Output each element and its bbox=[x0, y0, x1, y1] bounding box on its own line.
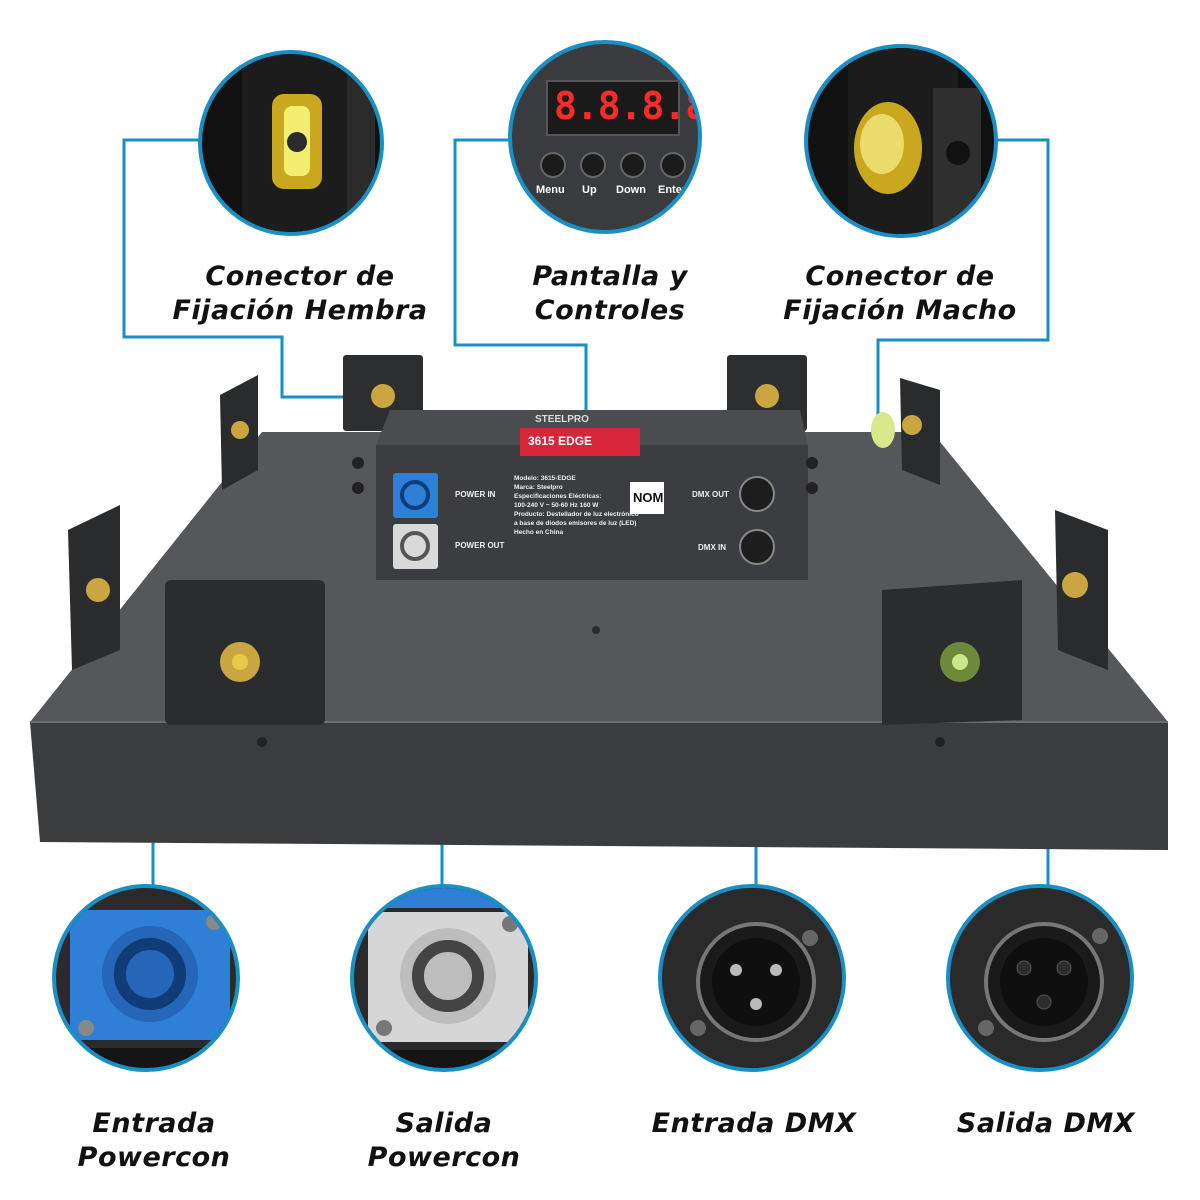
label-line: Powercon bbox=[77, 1142, 231, 1173]
callout-powercon-in bbox=[52, 884, 240, 1072]
female-connector-icon bbox=[242, 54, 375, 232]
dmx-in-icon bbox=[662, 888, 842, 1068]
powercon-in-icon bbox=[56, 910, 236, 1068]
power-in-label: POWER IN bbox=[455, 490, 496, 499]
powercon-out-icon bbox=[354, 888, 534, 1068]
down-button-label: Down bbox=[616, 184, 646, 196]
label-line: Pantalla y bbox=[532, 261, 688, 292]
label-line: Conector de bbox=[205, 261, 395, 292]
led-display: 8.8.8.8 bbox=[546, 80, 698, 136]
callout-male-connector bbox=[804, 44, 998, 238]
callout-display-controls: 8.8.8.8 Menu Up Down Enter bbox=[508, 40, 702, 234]
spec-line: Modelo: 3615-EDGE bbox=[514, 475, 576, 482]
spec-line: a base de diodos emisores de luz (LED) bbox=[514, 520, 637, 527]
up-button-label: Up bbox=[582, 184, 597, 196]
menu-button[interactable] bbox=[540, 152, 566, 178]
label-female-connector: Conector de Fijación Hembra bbox=[160, 260, 440, 328]
label-male-connector: Conector de Fijación Macho bbox=[760, 260, 1040, 328]
label-line: Fijación Macho bbox=[783, 295, 1017, 326]
callout-female-connector bbox=[198, 50, 384, 236]
callout-dmx-in bbox=[658, 884, 846, 1072]
label-powercon-in: Entrada Powercon bbox=[14, 1107, 294, 1175]
label-display-controls: Pantalla y Controles bbox=[470, 260, 750, 328]
model-mark: 3615 EDGE bbox=[528, 434, 593, 448]
up-button[interactable] bbox=[580, 152, 606, 178]
label-line: Conector de bbox=[805, 261, 995, 292]
spec-line: Marca: Steelpro bbox=[514, 484, 563, 491]
spec-line: Hecho en China bbox=[514, 529, 564, 536]
spec-label: Modelo: 3615-EDGE Marca: Steelpro Especi… bbox=[514, 474, 639, 537]
enter-button-label: Enter bbox=[658, 184, 687, 196]
label-line: Salida bbox=[395, 1108, 493, 1139]
label-line: Entrada bbox=[92, 1108, 216, 1139]
label-line: Fijación Hembra bbox=[172, 295, 428, 326]
label-line: Controles bbox=[534, 295, 686, 326]
spec-line: 100-240 V ~ 50-60 Hz 160 W bbox=[514, 502, 599, 509]
brand-label: STEELPRO bbox=[535, 414, 589, 425]
dmx-out-label: DMX OUT bbox=[692, 490, 729, 499]
menu-button-label: Menu bbox=[536, 184, 565, 196]
spec-line: Especificaciones Eléctricas: bbox=[514, 493, 602, 500]
enter-button[interactable] bbox=[660, 152, 686, 178]
label-dmx-out: Salida DMX bbox=[956, 1108, 1136, 1139]
led-readout: 8.8.8.8 bbox=[554, 84, 702, 128]
callout-dmx-out bbox=[946, 884, 1134, 1072]
dmx-in-label: DMX IN bbox=[698, 543, 726, 552]
label-powercon-out: Salida Powercon bbox=[304, 1107, 584, 1175]
label-line: Powercon bbox=[367, 1142, 521, 1173]
power-out-label: POWER OUT bbox=[455, 541, 505, 550]
nom-mark: NOM bbox=[633, 490, 664, 505]
dmx-out-icon bbox=[950, 888, 1130, 1068]
male-connector-icon bbox=[848, 48, 981, 234]
spec-line: Producto: Destellador de luz electrónico bbox=[514, 511, 639, 518]
down-button[interactable] bbox=[620, 152, 646, 178]
label-dmx-in: Entrada DMX bbox=[651, 1108, 857, 1139]
callout-powercon-out bbox=[350, 884, 538, 1072]
